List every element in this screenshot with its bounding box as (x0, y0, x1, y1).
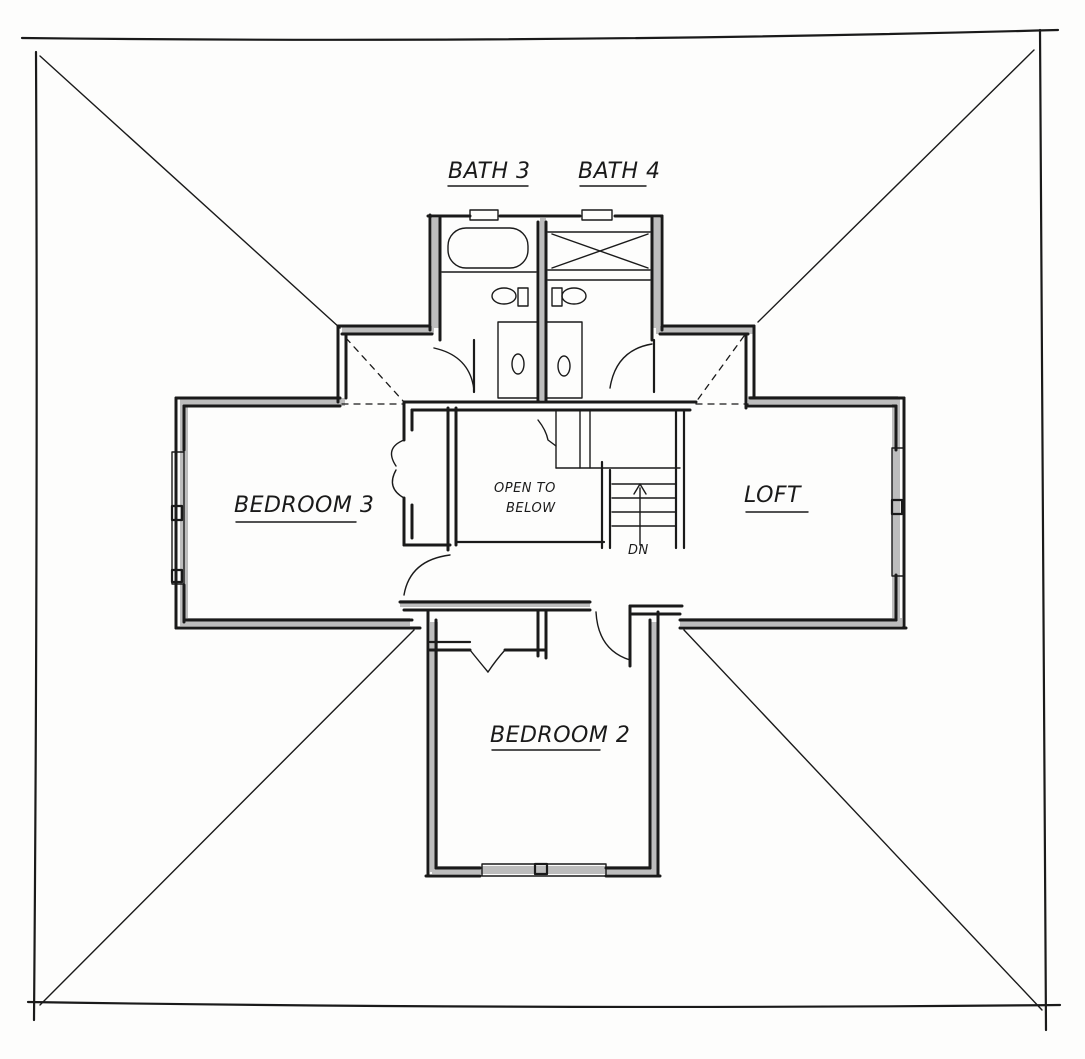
open-to-below-line2: BELOW (506, 501, 556, 516)
bath4-label: BATH 4 (578, 159, 661, 184)
loft-label: LOFT (744, 483, 802, 508)
windows (170, 209, 905, 877)
walls (174, 213, 908, 878)
bath-fixtures (441, 227, 651, 399)
bedroom3-label: BEDROOM 3 (234, 493, 374, 518)
roof-hip-lines (39, 49, 1043, 1011)
roof-outline (20, 28, 1062, 1032)
open-to-below-line1: OPEN TO (494, 481, 556, 496)
stair-down-label: DN (628, 543, 649, 558)
dashed-lines (341, 335, 749, 405)
bath3-label: BATH 3 (448, 159, 531, 184)
wall-shading (180, 218, 902, 874)
bedroom2-label: BEDROOM 2 (490, 723, 630, 748)
stair (537, 408, 686, 550)
doors (390, 338, 656, 673)
